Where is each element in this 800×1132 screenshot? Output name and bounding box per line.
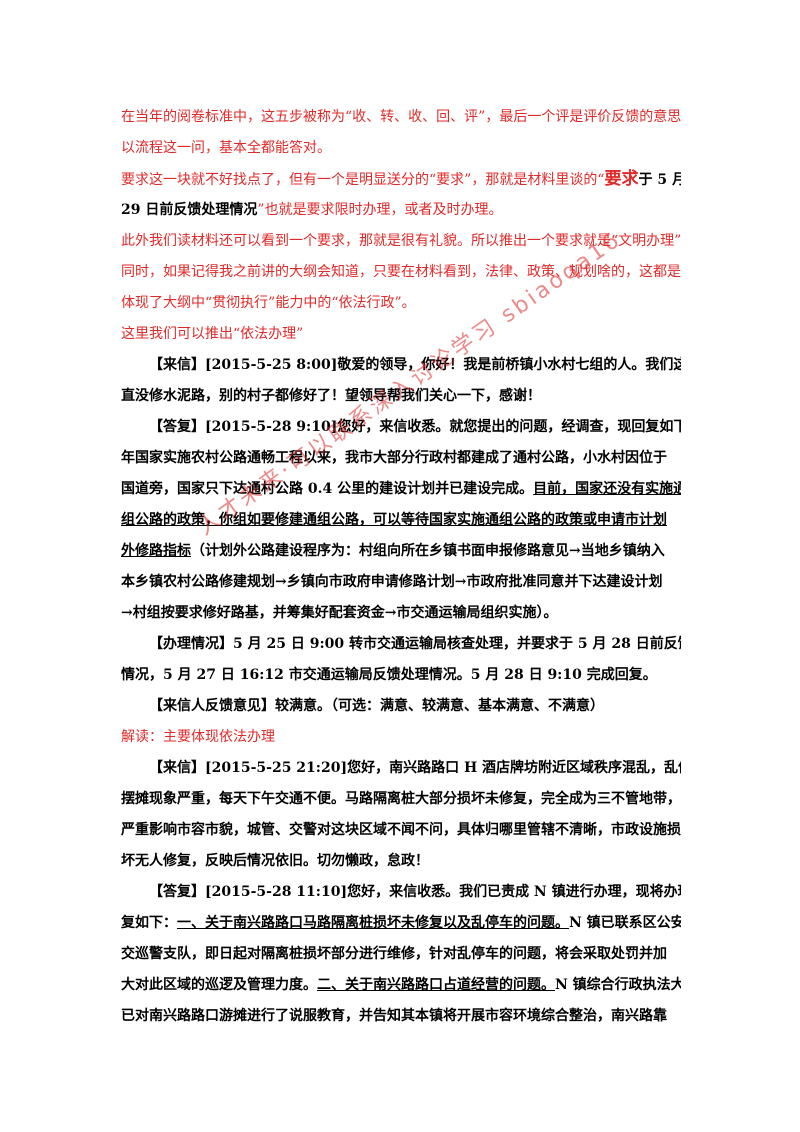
reply-line: 年国家实施农村公路通畅工程以来，我市大部分行政村都建成了通村公路，小水村因位于 xyxy=(121,450,667,466)
status-line: 情况，5 月 27 日 16:12 市交通运输局反馈处理情况。5 月 28 日 … xyxy=(121,667,657,683)
letter-line: 【来信】[2015-5-25 8:00]敬爱的领导，你好！我是前桥镇小水村七组的… xyxy=(149,357,681,373)
reply-line: 已对南兴路路口游摊进行了说服教育，并告知其本镇将开展市容环境综合整治，南兴路靠 xyxy=(121,1008,667,1024)
feedback-line: 【来信人反馈意见】较满意。（可选：满意、较满意、基本满意、不满意） xyxy=(149,698,604,714)
paragraph-line: 要求这一块就不好找点了，但有一个是明显送分的“要求”，那就是材料里谈的“要求于 … xyxy=(121,164,681,195)
reply-line: 【答复】[2015-5-28 9:10]您好，来信收悉。就您提出的问题，经调查，… xyxy=(149,419,681,435)
text-run: 于 5 月 xyxy=(638,172,681,188)
letter-line: 坏无人修复，反映后情况依旧。切勿懒政，怠政！ xyxy=(121,853,429,869)
letter-line: 摆摊现象严重，每天下午交通不便。马路隔离桩大部分损坏未修复，完全成为三不管地带， xyxy=(121,791,681,807)
status-line: 【办理情况】5 月 25 日 9:00 转市交通运输局核查处理，并要求于 5 月… xyxy=(149,636,681,652)
reply-line: 大对此区域的巡逻及管理力度。二、关于南兴路路口占道经营的问题。N 镇综合行政执法… xyxy=(121,970,681,1001)
underlined-text: 一、关于南兴路路口马路隔离桩损坏未修复以及乱停车的问题。 xyxy=(177,915,569,931)
reply-line: 【答复】[2015-5-28 11:10]您好，来信收悉。我们已责成 N 镇进行… xyxy=(149,884,681,900)
reply-line: 外修路指标（计划外公路建设程序为：村组向所在乡镇书面申报修路意见→当地乡镇纳入 xyxy=(121,536,681,567)
text-run: ”也就是要求限时办理，或者及时办理。 xyxy=(257,202,503,218)
interpretation-line: 解读：主要体现依法办理 xyxy=(121,729,275,745)
underlined-text: 外修路指标 xyxy=(121,543,191,559)
reply-line: 组公路的政策，你组如要修建通组公路，可以等待国家实施通组公路的政策或申请市计划 xyxy=(121,512,667,528)
paragraph-line: 29 日前反馈处理情况”也就是要求限时办理，或者及时办理。 xyxy=(121,195,681,226)
letter-line: 直没修水泥路，别的村子都修好了！望领导帮我们关心一下，感谢！ xyxy=(121,388,541,404)
text-run: 复如下： xyxy=(121,915,177,931)
text-run: N 镇已联系区公安 xyxy=(569,915,681,931)
reply-line: →村组按要求修好路基，并筹集好配套资金→市交通运输局组织实施）。 xyxy=(121,605,558,621)
text-run: 大对此区域的巡逻及管理力度。 xyxy=(121,977,317,993)
paragraph-line: 此外我们读材料还可以看到一个要求，那就是很有礼貌。所以推出一个要求就是“文明办理… xyxy=(121,233,681,249)
text-run: 29 日前反馈处理情况 xyxy=(121,202,258,218)
text-run: N 镇综合行政执法大队 xyxy=(555,977,681,993)
letter-line: 严重影响市容市貌，城管、交警对这块区域不闻不问，具体归哪里管辖不清晰，市政设施损 xyxy=(121,822,681,838)
emphasis-text: 要求 xyxy=(604,169,639,189)
text-run: （计划外公路建设程序为：村组向所在乡镇书面申报修路意见→当地乡镇纳入 xyxy=(191,543,665,559)
document-body: 在当年的阅卷标准中，这五步被称为“收、转、收、回、评”，最后一个评是评价反馈的意… xyxy=(121,102,681,1032)
underlined-text: 二、关于南兴路路口占道经营的问题。 xyxy=(317,977,555,993)
text-run: 国道旁，国家只下达通村公路 0.4 公里的建设计划并已建设完成。 xyxy=(121,481,534,497)
paragraph-line: 体现了大纲中“贯彻执行”能力中的“依法行政”。 xyxy=(121,295,416,311)
paragraph-line: 以流程这一问，基本全都能答对。 xyxy=(121,140,331,156)
reply-line: 国道旁，国家只下达通村公路 0.4 公里的建设计划并已建设完成。目前，国家还没有… xyxy=(121,474,681,505)
paragraph-line: 这里我们可以推出“依法办理” xyxy=(121,326,304,342)
paragraph-line: 在当年的阅卷标准中，这五步被称为“收、转、收、回、评”，最后一个评是评价反馈的意… xyxy=(121,109,681,125)
letter-line: 【来信】[2015-5-25 21:20]您好，南兴路路口 H 酒店牌坊附近区域… xyxy=(149,760,681,776)
reply-line: 本乡镇农村公路修建规划→乡镇向市政府申请修路计划→市政府批准同意并下达建设计划 xyxy=(121,574,663,590)
text-run: 要求这一块就不好找点了，但有一个是明显送分的“要求”，那就是材料里谈的“ xyxy=(121,172,605,188)
reply-line: 复如下：一、关于南兴路路口马路隔离桩损坏未修复以及乱停车的问题。N 镇已联系区公… xyxy=(121,908,681,939)
underlined-text: 目前，国家还没有实施通 xyxy=(533,481,681,497)
reply-line: 交巡警支队，即日起对隔离桩损坏部分进行维修，针对乱停车的问题，将会采取处罚并加 xyxy=(121,946,667,962)
paragraph-line: 同时，如果记得我之前讲的大纲会知道，只要在材料看到，法律、政策、规划啥的，这都是 xyxy=(121,264,681,280)
